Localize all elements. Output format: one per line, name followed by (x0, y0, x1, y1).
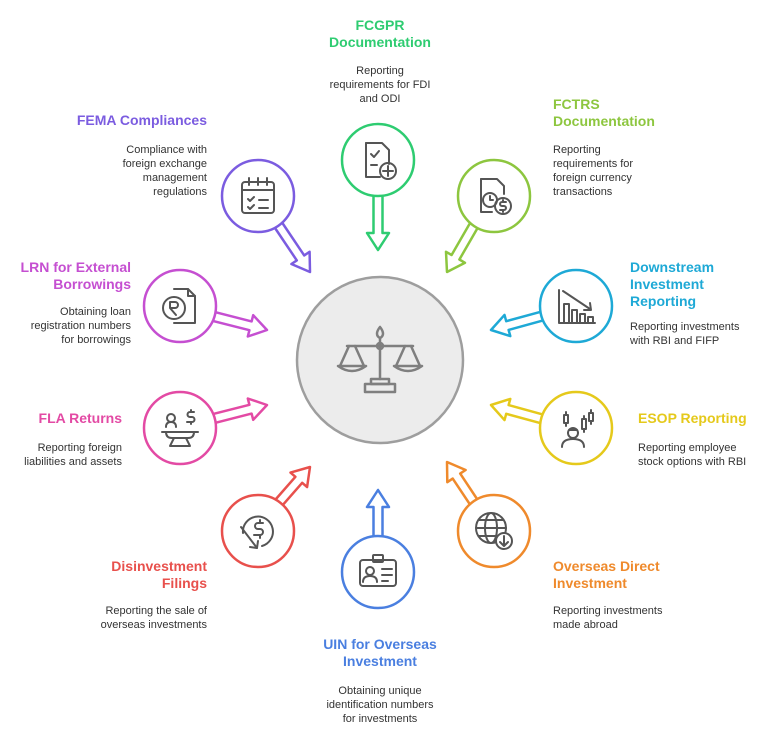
fla-description: Reporting foreign liabilities and assets (24, 442, 122, 468)
esop-arrow (489, 397, 549, 426)
fctrs-description: Reporting requirements for foreign curre… (553, 144, 634, 198)
esop-description: Reporting employee stock options with RB… (638, 442, 747, 468)
disinvest-icon-circle (220, 493, 296, 569)
uin-description: Obtaining unique identification numbers … (326, 685, 434, 725)
downstream-title: Downstream Investment Reporting (630, 259, 715, 309)
odi-title: Overseas Direct Investment (553, 558, 660, 591)
disinvestment-description: Reporting the sale of overseas investmen… (100, 605, 207, 631)
fema-title: FEMA Compliances (76, 112, 207, 128)
fctrs-title: FCTRS Documentation (553, 96, 655, 129)
uin-title: UIN for Overseas Investment (323, 636, 437, 669)
fema-icon-circle (220, 158, 296, 234)
downstream-icon-circle (538, 268, 614, 344)
fctrs-icon-circle (456, 158, 532, 234)
disinvestment-title: Disinvestment Filings (111, 558, 207, 591)
fcgpr-arrow (365, 186, 391, 252)
uin-icon-circle (340, 534, 416, 610)
lrn-title: LRN for External Borrowings (20, 259, 131, 292)
odi-description: Reporting investments made abroad (553, 605, 663, 631)
odi-icon-circle (456, 493, 532, 569)
lrn-description: Obtaining loan registration numbers for … (30, 306, 131, 346)
esop-title: ESOP Reporting (638, 410, 747, 426)
fcgpr-icon-circle (340, 122, 416, 198)
fema-description: Compliance with foreign exchange managem… (122, 144, 207, 198)
downstream-description: Reporting investments with RBI and FIFP (630, 321, 740, 347)
fcgpr-description: Reporting requirements for FDI and ODI (329, 65, 431, 105)
fla-icon-circle (142, 390, 218, 466)
fla-title: FLA Returns (38, 410, 122, 426)
fema-arrow (270, 216, 312, 274)
fcgpr-title: FCGPR Documentation (329, 17, 431, 50)
downstream-arrow (489, 309, 549, 338)
